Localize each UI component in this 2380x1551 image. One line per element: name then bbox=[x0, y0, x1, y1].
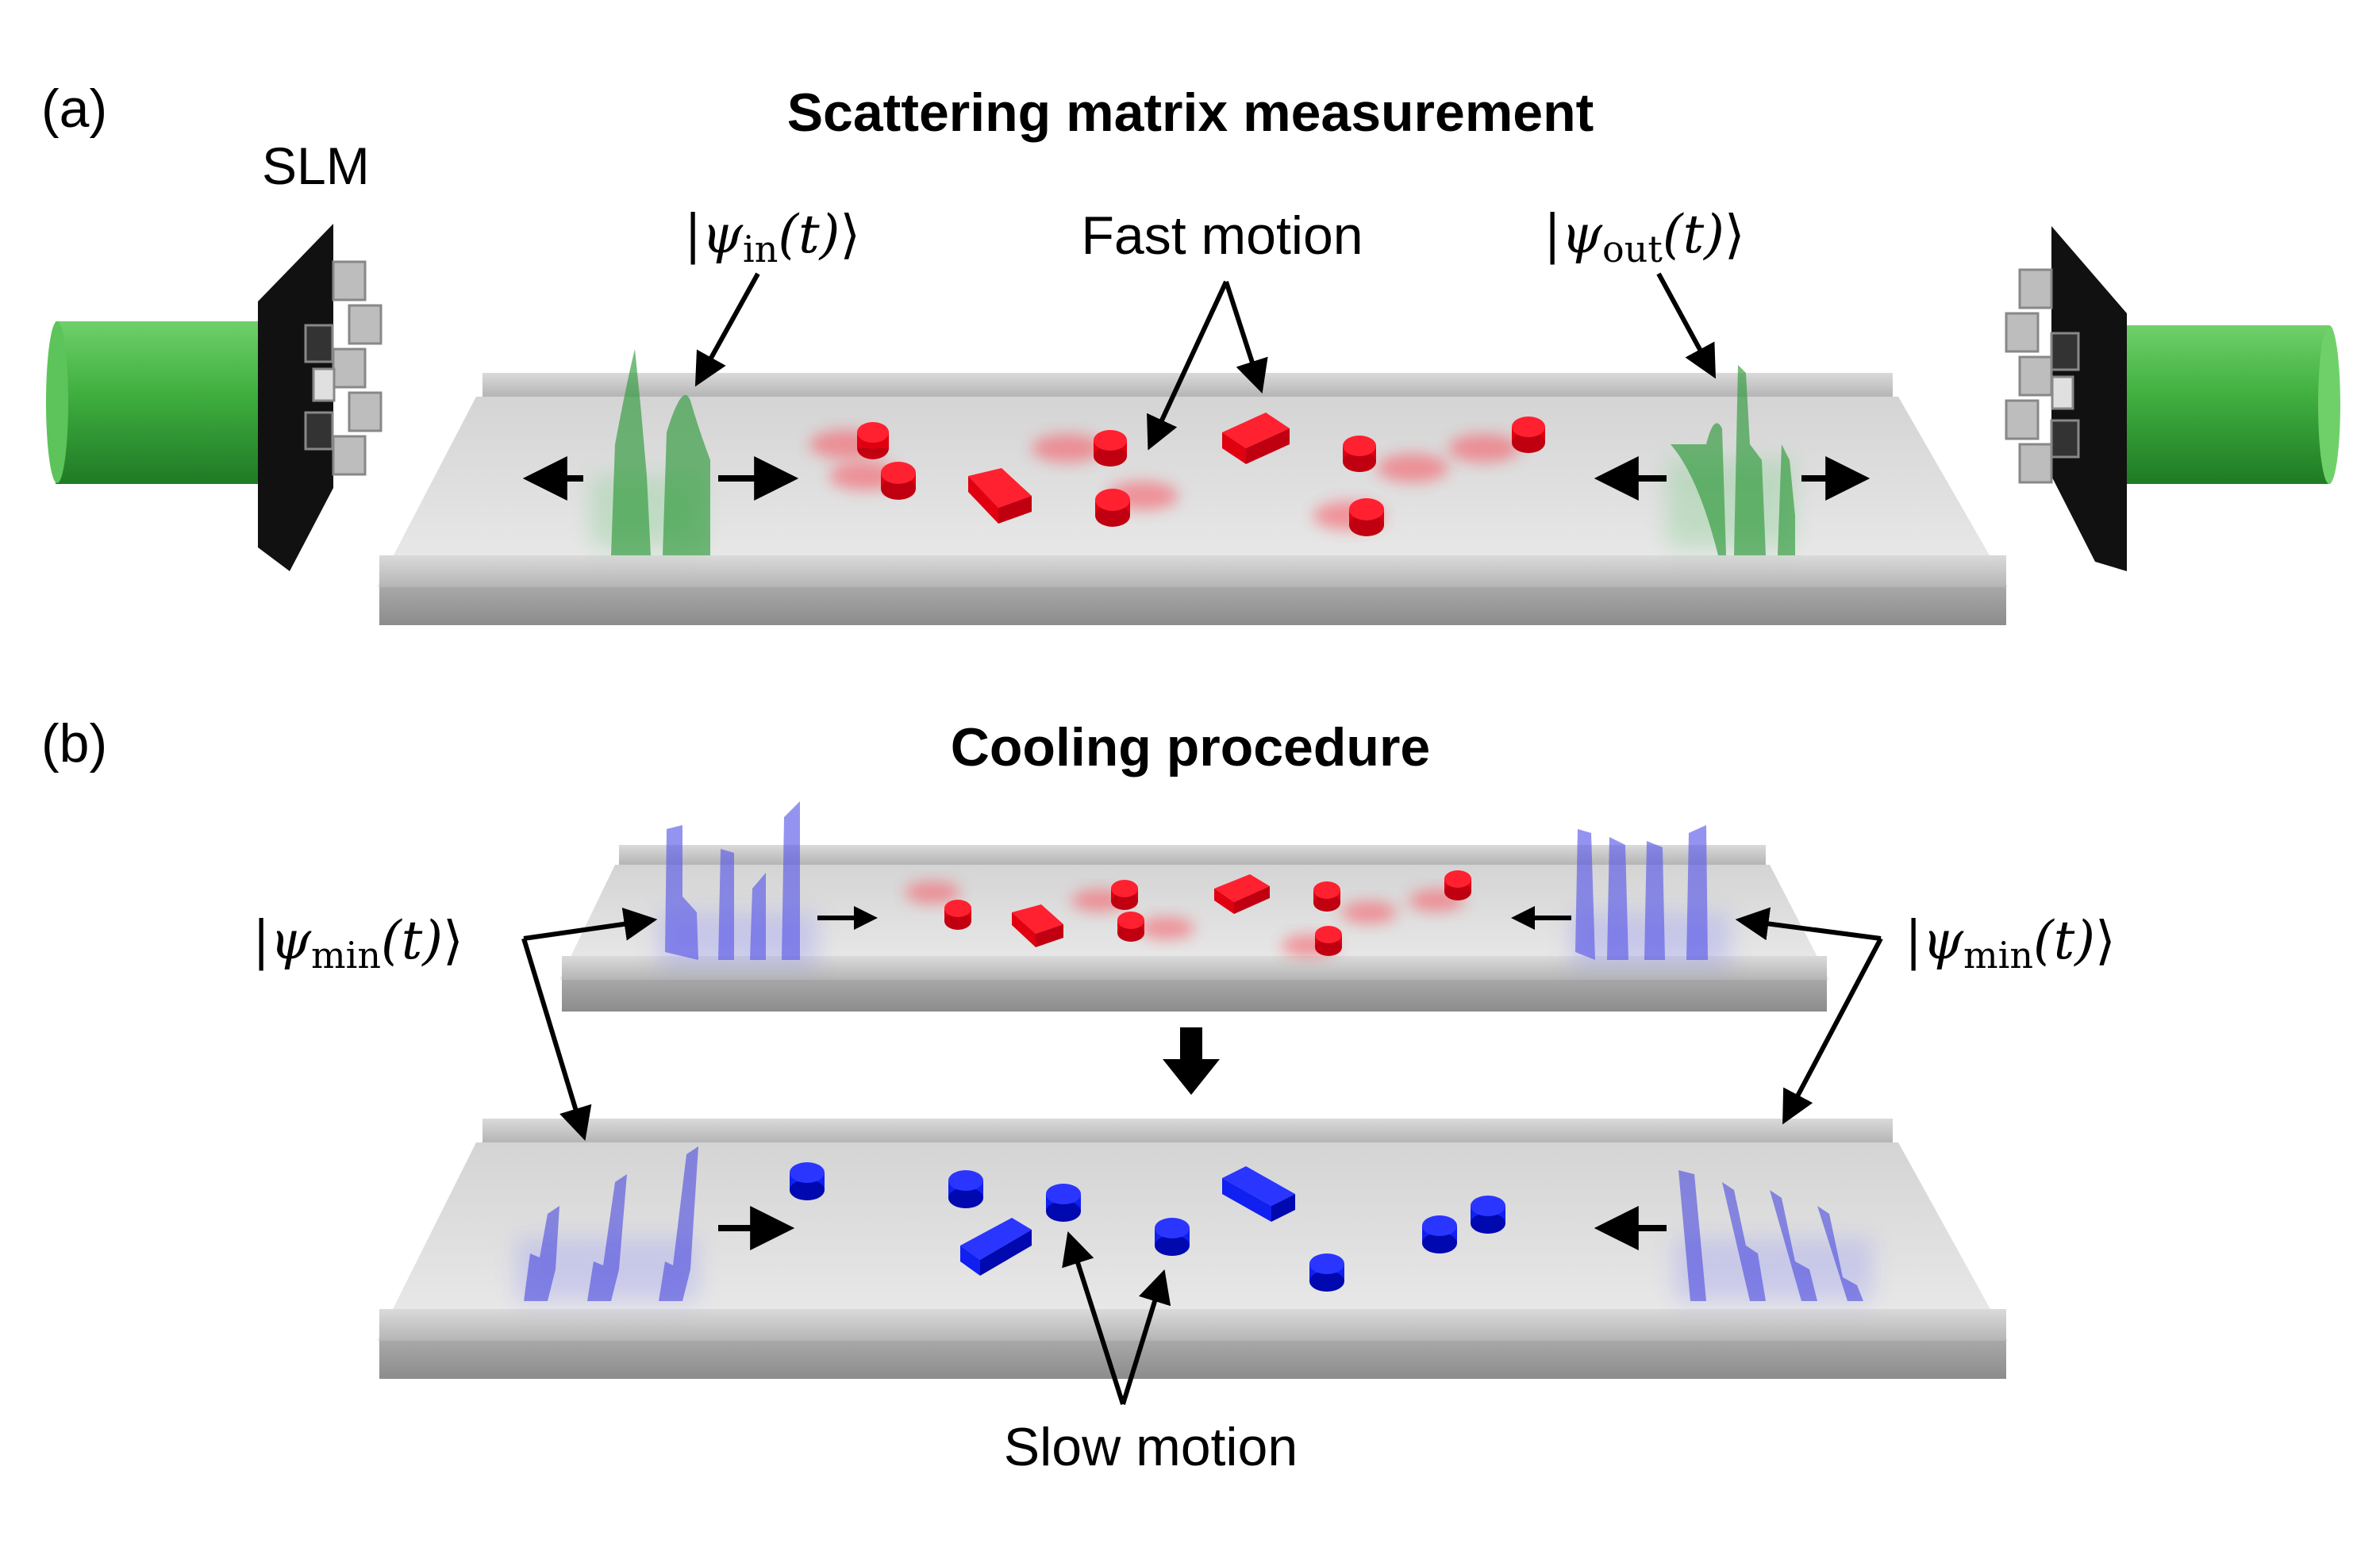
svg-text:|ψmin(t)⟩: |ψmin(t)⟩ bbox=[252, 910, 463, 977]
svg-text:|ψin(t)⟩: |ψin(t)⟩ bbox=[684, 204, 860, 271]
panel-b-label: (b) bbox=[41, 713, 107, 774]
particle bbox=[1313, 498, 1385, 536]
slm-pixel-array-icon bbox=[2005, 226, 2127, 571]
laser-beam-icon bbox=[2103, 325, 2340, 484]
particle bbox=[1117, 912, 1194, 942]
psi-min-pointer bbox=[1735, 907, 1882, 941]
particle bbox=[1309, 1253, 1344, 1292]
min-wavefront-right-upper bbox=[1571, 825, 1730, 968]
panel-b-title: Cooling procedure bbox=[951, 717, 1430, 777]
fast-motion-pointer bbox=[1224, 281, 1268, 394]
panel-b: (b) Cooling procedure bbox=[41, 713, 2116, 1477]
psi-out-label: |ψout(t)⟩ bbox=[1544, 204, 1745, 271]
psi-min-pointer bbox=[523, 907, 658, 941]
psi-out-pointer bbox=[1656, 272, 1717, 379]
min-wavefront-left-lower bbox=[516, 1146, 698, 1301]
panel-a-label: (a) bbox=[41, 79, 107, 139]
svg-text:|ψout(t)⟩: |ψout(t)⟩ bbox=[1544, 204, 1745, 271]
slow-motion-pointer bbox=[1062, 1230, 1125, 1405]
particle bbox=[1222, 1166, 1295, 1222]
psi-min-label-right: |ψmin(t)⟩ bbox=[1905, 910, 2116, 977]
fast-particles bbox=[809, 413, 1545, 536]
slm-label: SLM bbox=[262, 136, 370, 195]
particle bbox=[1155, 1218, 1190, 1256]
slow-motion-label: Slow motion bbox=[1004, 1417, 1298, 1477]
particle bbox=[948, 1170, 983, 1208]
output-wavefront bbox=[1667, 365, 1795, 555]
panel-a: (a) Scattering matrix measurement SLM bbox=[41, 79, 2340, 625]
particle bbox=[1343, 436, 1448, 482]
min-wavefront-right-lower bbox=[1674, 1170, 1873, 1301]
waveguide-b-upper bbox=[559, 845, 1829, 1012]
particle bbox=[960, 1218, 1032, 1276]
laser-beam-icon bbox=[46, 321, 286, 484]
arrow-down-icon bbox=[1163, 1027, 1220, 1095]
particle bbox=[809, 422, 889, 459]
particle bbox=[790, 1162, 825, 1200]
panel-a-title: Scattering matrix measurement bbox=[787, 83, 1594, 143]
min-wavefront-left-upper bbox=[659, 801, 817, 968]
particle bbox=[1071, 880, 1138, 912]
particle bbox=[1282, 926, 1342, 957]
particle bbox=[1409, 870, 1471, 912]
fast-motion-pointer bbox=[1147, 280, 1228, 451]
fast-motion-label: Fast motion bbox=[1081, 205, 1363, 266]
particle bbox=[968, 468, 1032, 524]
psi-min-pointer bbox=[1782, 937, 1883, 1125]
particle bbox=[1222, 413, 1290, 464]
svg-text:|ψmin(t)⟩: |ψmin(t)⟩ bbox=[1905, 910, 2116, 977]
particle bbox=[829, 462, 916, 500]
particle bbox=[1471, 1196, 1505, 1234]
waveguide-b-lower bbox=[377, 1119, 2008, 1379]
slm-pixel-array-icon bbox=[258, 224, 383, 571]
particle bbox=[1422, 1215, 1457, 1253]
particle bbox=[1046, 1184, 1081, 1222]
slow-particles bbox=[790, 1162, 1505, 1292]
particle bbox=[1214, 874, 1270, 914]
slow-motion-pointer bbox=[1121, 1269, 1171, 1405]
psi-in-label: |ψin(t)⟩ bbox=[684, 204, 860, 271]
particle bbox=[905, 881, 971, 930]
particle bbox=[1032, 430, 1127, 466]
particle bbox=[1313, 881, 1397, 923]
particle bbox=[1012, 904, 1063, 947]
fast-particles-upper bbox=[905, 870, 1471, 957]
input-wavefront bbox=[591, 349, 710, 555]
psi-min-label-left: |ψmin(t)⟩ bbox=[252, 910, 463, 977]
particle bbox=[1095, 482, 1178, 527]
psi-min-pointer bbox=[521, 938, 592, 1142]
particle bbox=[1448, 417, 1545, 463]
waveguide-a bbox=[377, 373, 2008, 625]
psi-in-pointer bbox=[694, 272, 760, 387]
